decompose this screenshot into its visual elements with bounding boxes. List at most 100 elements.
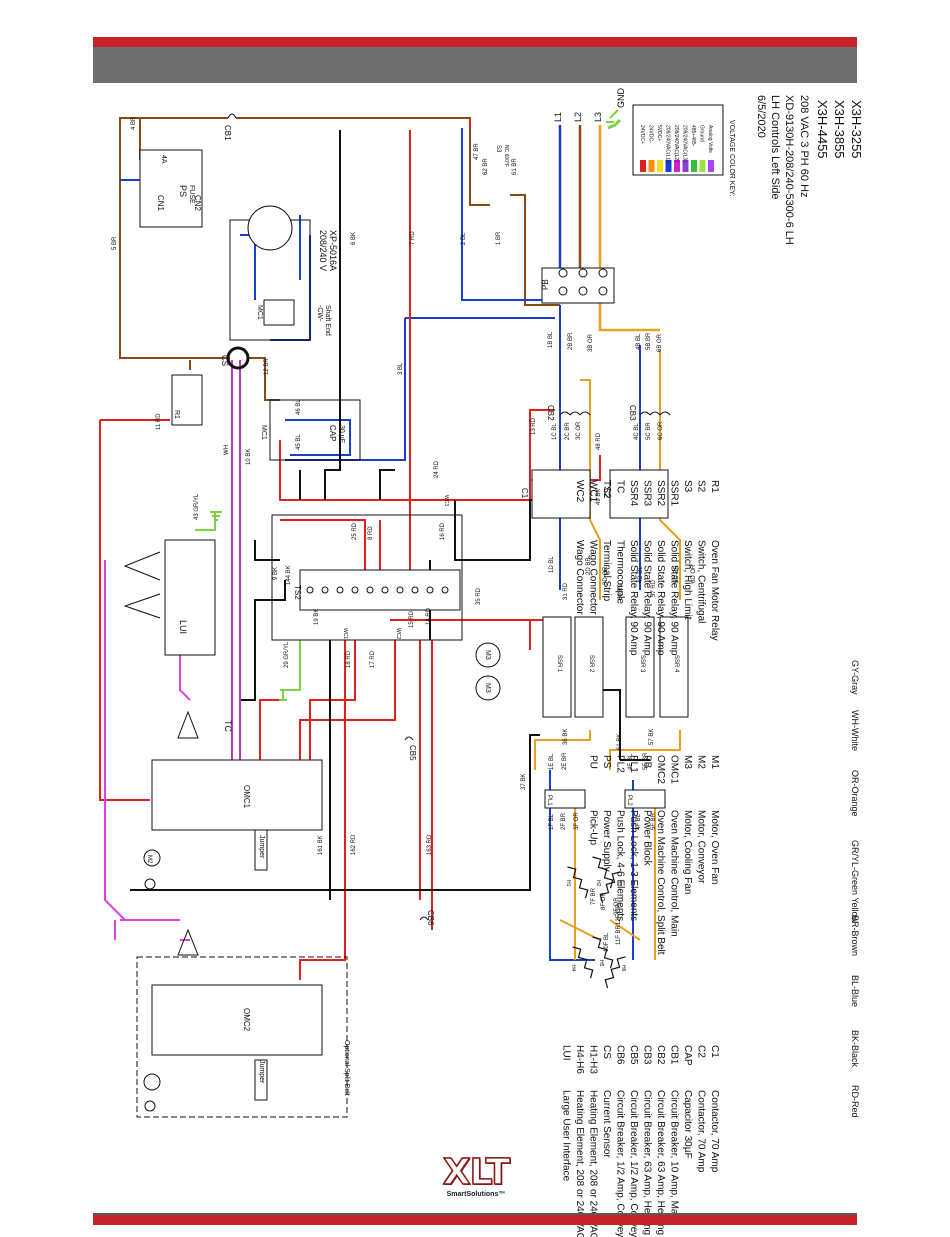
wire-label: 3B OR — [588, 333, 594, 352]
wire-label: 5D BR — [674, 565, 680, 583]
wire-label: 6 BK — [351, 232, 357, 245]
cb1-symbol — [227, 113, 237, 119]
heater-elements — [567, 856, 626, 989]
c2-label: C2 — [602, 488, 611, 499]
line-l3: L3 — [593, 112, 603, 122]
logo-brand: XLT — [442, 1152, 511, 1193]
color-key-swatch — [699, 160, 706, 172]
wire-label: 62 BR — [483, 158, 489, 175]
ground-icon-gnd — [606, 109, 619, 123]
wire-label: 161 BK — [318, 835, 324, 855]
wire-label: 46 BL — [296, 399, 302, 415]
legend-desc: Switch, High Limit — [682, 540, 693, 620]
power-supply-box — [139, 149, 203, 228]
pickup-omc1 — [144, 878, 156, 890]
pl1-box — [544, 789, 586, 809]
mc1-cap-mc1: MC1 — [260, 425, 267, 440]
wire-label: 14 RD — [426, 607, 432, 625]
wire-color-code: BL-Blue — [850, 975, 860, 1007]
wc3-label: WC3 — [443, 495, 449, 506]
drawing-description: LH Controls Left Side — [769, 95, 781, 200]
ts2-box — [271, 514, 463, 641]
motor-m2-omc2 — [143, 1073, 161, 1091]
ground-icon-lui — [210, 511, 222, 521]
color-key-swatch — [674, 160, 680, 172]
wc2-label: WC2 — [395, 628, 401, 639]
legend-desc: Power Block — [642, 810, 653, 867]
legend-code: M1 — [709, 755, 720, 769]
contactor-c1-box — [531, 469, 591, 519]
cs-label: CS — [220, 355, 229, 366]
header-red-bar — [93, 37, 857, 47]
legend-desc: Oven Machine Control, Main — [669, 810, 680, 937]
ssr4-box — [659, 616, 689, 718]
legend-desc: Solid State Relay, 90 Amp — [669, 540, 680, 656]
wire-label: 29 GR/YL — [284, 641, 290, 668]
mc1-cap-box — [269, 399, 361, 461]
m1-shaft: Shaft End — [324, 305, 331, 336]
wire-label: 12F OR — [616, 903, 622, 925]
legend-code: TC — [615, 480, 626, 493]
r1-label: R1 — [173, 410, 180, 419]
ssr2-box — [574, 616, 604, 718]
pl2-box — [624, 789, 666, 809]
wire-label: 60 RD — [618, 582, 624, 600]
color-key-swatch — [657, 160, 663, 172]
wire-label: 7 RD — [410, 231, 416, 245]
color-key-label: 5VDC+ — [656, 125, 662, 141]
header-grey-band — [93, 47, 857, 83]
ssr4-label: SSR 4 — [673, 655, 679, 673]
omc1-label: OMC1 — [242, 785, 251, 809]
drawing-number: XD-9130H-208/240-5300-6 LH — [783, 95, 795, 245]
ssr2-label: SSR 2 — [588, 655, 594, 673]
legend-desc: Motor, Conveyor — [696, 810, 707, 884]
legend-desc: Solid State Relay, 90 Amp — [628, 540, 639, 656]
wire-label: 6B OR — [657, 333, 663, 352]
legend-desc: Oven Machine Control, Split Belt — [655, 810, 666, 955]
m2-label: M2 — [146, 855, 152, 864]
legend-code: WC1 — [588, 480, 599, 503]
ps-label: PS — [178, 185, 188, 197]
omc1-connector — [177, 710, 199, 739]
footer-red-bar — [93, 1215, 857, 1225]
legend-code: PL2 — [615, 755, 626, 773]
motor-m1 — [247, 205, 293, 251]
legend-code: CB1 — [669, 1045, 680, 1065]
model-1: X3H-3255 — [849, 100, 864, 159]
cb1-label: CB1 — [223, 125, 232, 141]
color-key-label: Ground — [699, 125, 705, 142]
legend-desc: Heating Element, 208 or 240 VAC, 5300 W — [588, 1090, 599, 1237]
ssr3-box — [625, 616, 655, 718]
wire-label: 2D BR — [586, 557, 592, 575]
heater-h6: H6 — [620, 965, 626, 972]
wire-label: 3 BL — [398, 362, 404, 375]
wire-label: 4F BL — [636, 813, 642, 830]
wire-label: 17 RD — [370, 650, 376, 668]
footer-dark-line — [93, 1213, 857, 1215]
lui-label: LUI — [178, 620, 188, 634]
legend-desc: Push Lock, 1-3 Elements — [628, 810, 639, 921]
wire-label: 1C BL — [552, 423, 558, 440]
wire-label: 10F BL — [604, 932, 610, 952]
legend-code: CB5 — [628, 1045, 639, 1065]
legend-code: CB3 — [642, 1045, 653, 1065]
pickup-omc2 — [144, 1100, 156, 1112]
legend-desc: Motor, Oven Fan — [709, 810, 720, 884]
m3-label-bottom: M3 — [484, 683, 491, 693]
wire-label: 4D BL — [638, 566, 644, 583]
model-3: X3H-4455 — [815, 100, 830, 159]
legend-code: SSR4 — [628, 480, 639, 507]
legend-desc: Solid State Relay, 90 Amp — [642, 540, 653, 656]
wire-label: 9 BK — [273, 567, 279, 580]
wire-label: 4E BL — [628, 753, 634, 770]
legend-desc: Push Lock, 4-6 Elements — [615, 810, 626, 921]
heater-h4: H4 — [570, 965, 576, 972]
m1-part: XP-5016A — [328, 230, 338, 271]
legend-code: M3 — [682, 755, 693, 769]
color-key-swatch — [708, 160, 714, 172]
wire-label: 4 BR — [131, 116, 137, 130]
wire-label: 37 BK — [521, 774, 527, 790]
legend-code: PU — [588, 755, 599, 769]
legend-desc: Switch, Centrifugal — [696, 540, 707, 623]
wire-color-code: GY-Gray — [850, 660, 860, 695]
